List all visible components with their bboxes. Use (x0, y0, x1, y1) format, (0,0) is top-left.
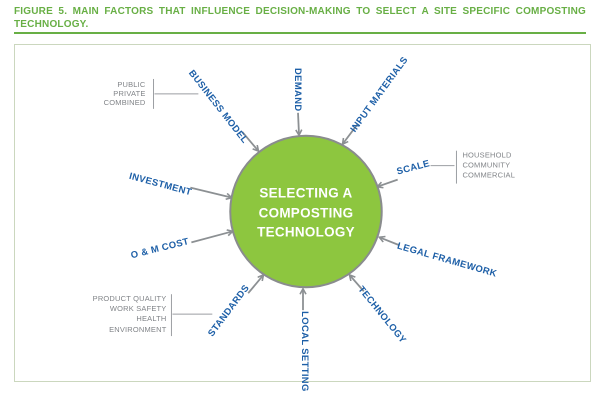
central-label-line1: SELECTING A (259, 186, 352, 201)
sublist-item-health: HEALTH (136, 314, 166, 323)
arrow-demand (298, 112, 299, 135)
arrow-scale (378, 178, 398, 187)
arrow-om-cost (191, 231, 232, 244)
arrow-business-model (241, 131, 258, 151)
sublist-item-private: PRIVATE (113, 89, 145, 98)
central-circle (229, 134, 383, 289)
sublist-item-household: HOUSEHOLD (462, 151, 512, 160)
caption-divider (14, 32, 586, 34)
factor-label-investment: INVESTMENT (128, 171, 193, 198)
sublist-item-public: PUBLIC (117, 80, 146, 89)
figure-caption-line2: TECHNOLOGY. (14, 19, 89, 30)
arrow-legal-framework (380, 237, 400, 247)
composting-factors-diagram: SELECTING A COMPOSTING TECHNOLOGY BUSINE… (93, 55, 515, 392)
sublist-item-combined: COMBINED (104, 98, 146, 107)
figure-caption-line1: FIGURE 5. MAIN FACTORS THAT INFLUENCE DE… (14, 6, 586, 17)
arrow-technology (350, 275, 365, 292)
standards-sublist: PRODUCT QUALITY WORK SAFETY HEALTH ENVIR… (93, 294, 213, 337)
factor-label-local-setting: LOCAL SETTING (299, 311, 310, 392)
factor-label-demand: DEMAND (292, 68, 303, 112)
sublist-item-work-safety: WORK SAFETY (110, 304, 167, 313)
central-label-line3: TECHNOLOGY (257, 224, 355, 239)
factor-label-technology: TECHNOLOGY (355, 284, 408, 346)
business-model-sublist: PUBLIC PRIVATE COMBINED (104, 78, 199, 109)
sublist-item-environment: ENVIRONMENT (109, 325, 167, 334)
scale-sublist: HOUSEHOLD COMMUNITY COMMERCIAL (430, 151, 515, 184)
factor-label-scale: SCALE (396, 158, 431, 177)
factor-label-legal-framework: LEGAL FRAMEWORK (396, 241, 498, 280)
central-label-line2: COMPOSTING (259, 205, 354, 220)
sublist-item-product-quality: PRODUCT QUALITY (93, 294, 167, 303)
arrow-input-materials (343, 123, 359, 144)
sublist-item-commercial: COMMERCIAL (462, 171, 515, 180)
arrow-investment (190, 186, 231, 198)
factor-label-input-materials: INPUT MATERIALS (348, 55, 410, 135)
factor-label-standards: STANDARDS (206, 283, 252, 339)
arrow-standards (247, 275, 263, 294)
diagram-box: SELECTING A COMPOSTING TECHNOLOGY BUSINE… (14, 44, 591, 392)
factor-label-om-cost: O & M COST (130, 236, 191, 261)
sublist-item-community: COMMUNITY (462, 161, 510, 170)
figure-caption: FIGURE 5. MAIN FACTORS THAT INFLUENCE DE… (14, 5, 586, 31)
factor-label-business-model: BUSINESS MODEL (186, 68, 250, 146)
arrow-group (190, 112, 400, 311)
